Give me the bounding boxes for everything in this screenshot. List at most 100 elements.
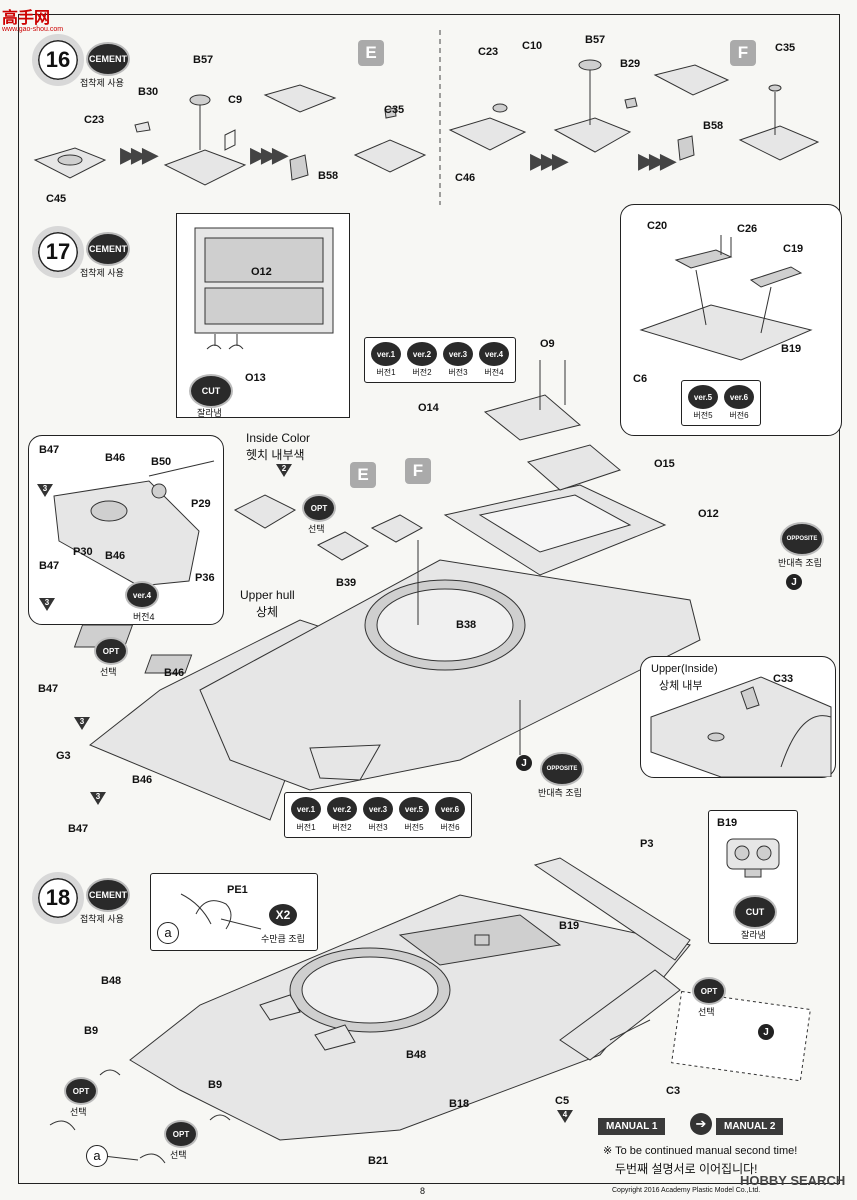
- c-box-label-c26: C26: [737, 223, 758, 235]
- page-number: 8: [420, 1186, 426, 1196]
- s18-label-b19: B19: [559, 920, 580, 932]
- ver-badge: ver.3: [443, 342, 473, 366]
- ver-item: ver.2 버전2: [407, 342, 437, 378]
- s18-opt-badge-mid: OPT: [164, 1120, 198, 1148]
- ver-badge: ver.1: [291, 797, 321, 821]
- ver-sub: 버전3: [448, 368, 468, 377]
- c5-paint-num: 4: [562, 1110, 568, 1119]
- pe1-detail-box: PE1 a X2 수만큼 조립: [150, 873, 318, 951]
- low-paint-triangle: [90, 792, 106, 805]
- continued-note: ※ To be continued manual second time!: [603, 1145, 798, 1157]
- b19-part-drawing: [726, 838, 780, 878]
- page-frame: [18, 14, 840, 1184]
- inside-color-label: Inside Color: [246, 431, 311, 445]
- manual-arrow-icon: ➔: [690, 1113, 712, 1135]
- s16-label-b30: B30: [138, 86, 159, 98]
- x2-badge: X2: [269, 904, 297, 926]
- o12-box-cut-sub: 잘라냄: [197, 408, 222, 418]
- p-box-label-p29: P29: [191, 498, 211, 510]
- s18-label-b9a: B9: [84, 1025, 99, 1037]
- p-box-label-b46b: B46: [105, 550, 126, 562]
- ver-item: ver.5 버전5: [688, 385, 718, 421]
- p-box-paint-num-1: 3: [42, 484, 48, 493]
- ver-badge: ver.3: [363, 797, 393, 821]
- s16r-label-c23: C23: [478, 46, 499, 58]
- p-box-label-b47b: B47: [39, 560, 60, 572]
- step-17-cement-badge: CEMENT: [86, 232, 130, 266]
- label-b47-left: B47: [38, 683, 59, 695]
- ver-sub: 버전5: [693, 411, 713, 420]
- label-b38: B38: [456, 619, 477, 631]
- ver-sub: 버전3: [368, 823, 388, 832]
- pe1-label: PE1: [227, 884, 248, 896]
- left-opt-badge: OPT: [94, 637, 128, 665]
- o12-box-label-o12: O12: [251, 266, 272, 278]
- inside-color-triangle: [276, 464, 292, 477]
- logo-text: 高手网: [2, 10, 51, 27]
- b19-detail-box: B19 CUT 잘라냄: [708, 810, 798, 944]
- upper-hull-label: Upper hull: [240, 588, 295, 602]
- s18-opt-sub-right: 선택: [698, 1007, 715, 1017]
- s16r-label-c46: C46: [455, 172, 476, 184]
- p-box-label-b46a: B46: [105, 452, 126, 464]
- copyright: Copyright 2016 Academy Plastic Model Co.…: [612, 1187, 761, 1194]
- ver-badge: ver.5: [688, 385, 718, 409]
- p-box-ver4-badge: ver.4: [125, 581, 159, 609]
- s18-label-p3: P3: [640, 838, 654, 850]
- step-17-variant-f: F: [405, 458, 431, 484]
- ver-sub: 버전2: [412, 368, 432, 377]
- p36-plate-drawing: [53, 460, 215, 587]
- ver-badge: ver.6: [435, 797, 465, 821]
- s18-opt-sub-left: 선택: [70, 1107, 87, 1117]
- s18-opt-badge-right: OPT: [692, 977, 726, 1005]
- x2-sub: 수만큼 조립: [261, 934, 305, 944]
- upper-inside-drawing: [650, 676, 832, 777]
- ver-badge: ver.5: [399, 797, 429, 821]
- ver-badge: ver.4: [479, 342, 509, 366]
- hatch-opt-sub: 선택: [308, 524, 325, 534]
- s18-callout-a: a: [86, 1145, 108, 1167]
- label-b39: B39: [336, 577, 357, 589]
- step-18-number: 18: [32, 872, 84, 924]
- j-marker-top: J: [786, 574, 802, 590]
- s18-opt-sub-mid: 선택: [170, 1150, 187, 1160]
- c-box-label-c19: C19: [783, 243, 804, 255]
- manual-1-tag: MANUAL 1: [598, 1118, 666, 1135]
- p36-detail-box: B47 B46 B50 P29 P30 B46 B47 P36 3 3 ver.…: [28, 435, 224, 625]
- inside-color-label-kr: 헷치 내부색: [246, 448, 305, 462]
- step-16-cement-badge: CEMENT: [86, 42, 130, 76]
- step-18-cement-badge: CEMENT: [86, 878, 130, 912]
- upper-hull-drawing: [73, 360, 701, 821]
- label-b46-low: B46: [132, 774, 153, 786]
- upper-inside-label-c33: C33: [773, 673, 794, 685]
- label-g3: G3: [56, 750, 71, 762]
- ver-badge: ver.2: [327, 797, 357, 821]
- s18-label-b9b: B9: [208, 1079, 223, 1091]
- s18-label-b48a: B48: [101, 975, 122, 987]
- o12-box-cut-badge: CUT: [189, 374, 233, 408]
- opposite-sub-top: 반대측 조립: [778, 558, 822, 568]
- c6-plate-drawing: [639, 235, 813, 361]
- c-box-label-b19: B19: [781, 343, 802, 355]
- logo-url: www.gao-shou.com: [2, 26, 64, 33]
- step-17-variant-e: E: [350, 462, 376, 488]
- s16r-label-c10: C10: [522, 40, 543, 52]
- ver-sub: 버전6: [729, 411, 749, 420]
- b19-box-title: B19: [717, 817, 738, 829]
- s16-label-c9: C9: [228, 94, 243, 106]
- pe1-drawing: [180, 893, 262, 930]
- s18-label-b21: B21: [368, 1155, 389, 1167]
- step-18-cement-sub: 접착제 사용: [80, 914, 124, 924]
- left-paint-triangle: [74, 717, 90, 730]
- s18-opt-badge-left: OPT: [64, 1077, 98, 1105]
- low-paint-num: 3: [95, 792, 101, 801]
- ver-badge: ver.2: [407, 342, 437, 366]
- s16-label-c45: C45: [46, 193, 67, 205]
- s18-label-b18: B18: [449, 1098, 470, 1110]
